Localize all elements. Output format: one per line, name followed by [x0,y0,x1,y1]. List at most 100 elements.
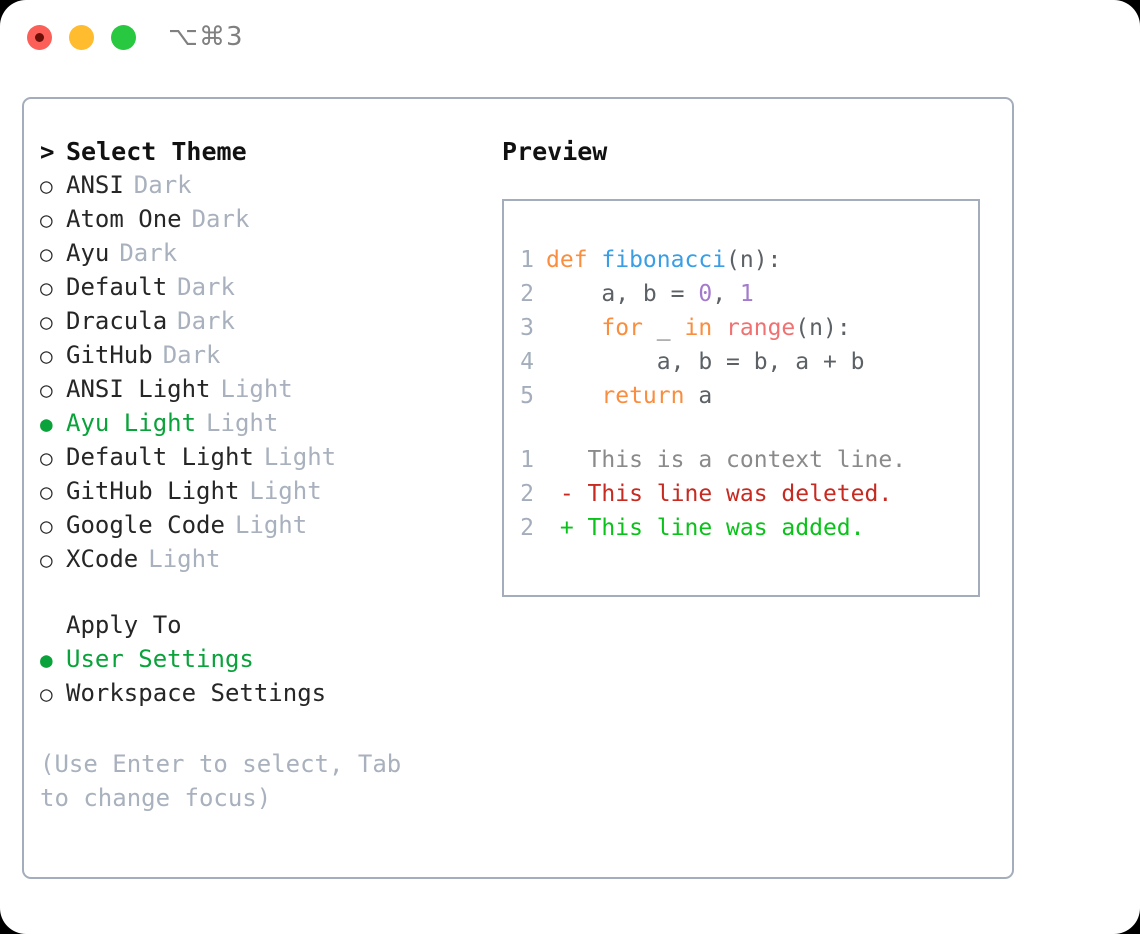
apply-to-item[interactable]: ○ Workspace Settings [40,679,490,713]
code-token: (n): [795,315,851,341]
radio-unselected-icon: ○ [40,242,53,266]
code-token: fibonacci [601,247,727,273]
theme-name: Default Light [66,443,254,471]
code-token: def [546,247,602,273]
theme-name: Google Code [66,511,225,539]
diff-text: This is a context line. [587,447,907,473]
line-number: 4 [520,349,534,375]
code-token: , [712,281,740,307]
radio-unselected-icon: ○ [40,208,53,232]
diff-sample: 1 This is a context line. 2 - This line w… [504,447,978,549]
keyboard-shortcut-label: ⌥⌘3 [168,22,244,52]
code-token: in [684,315,713,341]
code-token: a [684,383,713,409]
code-content: return a [546,383,712,409]
code-token: a, b = [546,281,699,307]
theme-variant-tag: Dark [119,239,178,267]
diff-line: 1 This is a context line. [504,447,978,481]
diff-sign: - [546,481,588,507]
line-number: 1 [520,447,534,473]
radio-unselected-icon: ○ [40,682,53,706]
code-token [712,315,726,341]
theme-variant-tag: Dark [162,341,221,369]
radio-unselected-icon: ○ [40,446,53,470]
theme-list-item[interactable]: ○ Google Code Light [40,511,490,545]
theme-name: XCode [66,545,139,573]
maximize-button[interactable] [111,25,136,50]
theme-variant-tag: Light [148,545,221,573]
radio-selected-icon: ● [40,412,53,436]
radio-unselected-icon: ○ [40,378,53,402]
diff-line: 2 + This line was added. [504,515,978,549]
apply-to-title: Apply To [66,611,182,639]
code-content: def fibonacci(n): [546,247,781,273]
code-token: a, b = b, a + b [546,349,865,375]
theme-variant-tag: Light [206,409,279,437]
theme-list-title: Select Theme [66,137,247,166]
apply-to-list: ●User Settings ○ Workspace Settings [40,645,490,713]
theme-list-item[interactable]: ○ Ayu Dark [40,239,490,273]
minimize-button[interactable] [69,25,94,50]
theme-name: ANSI [66,171,124,199]
theme-variant-tag: Light [249,477,322,505]
theme-variant-tag: Dark [177,307,235,335]
code-content: a, b = b, a + b [546,349,865,375]
theme-name: Dracula [66,307,168,335]
theme-name: ANSI Light [66,375,211,403]
preview-title: Preview [502,137,608,166]
apply-to-label: Workspace Settings [66,679,327,707]
caret-icon: > [40,138,55,166]
theme-name: Ayu [66,239,110,267]
radio-selected-icon: ● [40,648,53,672]
apply-to-header: Apply To [40,611,490,645]
code-line: 3 for _ in range(n): [504,315,978,349]
radio-unselected-icon: ○ [40,514,53,538]
theme-name: Ayu Light [66,409,197,437]
code-diff-spacer [504,417,978,447]
line-number: 2 [520,515,534,541]
theme-variant-tag: Dark [191,205,250,233]
line-number: 5 [520,383,534,409]
theme-list-header: > Select Theme [40,137,490,171]
radio-unselected-icon: ○ [40,344,53,368]
code-token: for [601,315,643,341]
code-token: 0 [698,281,713,307]
code-token: (n): [726,247,782,273]
keyboard-hint-text: (Use Enter to select, Tab to change focu… [40,750,416,812]
theme-list-item[interactable]: ● Ayu Light Light [40,409,490,443]
diff-sign: + [546,515,588,541]
code-line: 4 a, b = b, a + b [504,349,978,383]
code-token: range [726,315,796,341]
theme-variant-tag: Light [234,511,308,539]
close-button[interactable] [27,25,52,50]
diff-text: This line was deleted. [587,481,893,507]
radio-unselected-icon: ○ [40,174,53,198]
window-controls [27,25,136,50]
code-line: 5 return a [504,383,978,417]
code-token: _ [642,315,685,341]
theme-name: Default [66,273,168,301]
diff-text: This line was added. [587,515,865,541]
code-token [546,315,601,341]
code-token: 1 [739,281,754,307]
code-line: 2 a, b = 0, 1 [504,281,978,315]
radio-unselected-icon: ○ [40,276,53,300]
radio-unselected-icon: ○ [40,480,53,504]
apply-to-item[interactable]: ●User Settings [40,645,490,679]
